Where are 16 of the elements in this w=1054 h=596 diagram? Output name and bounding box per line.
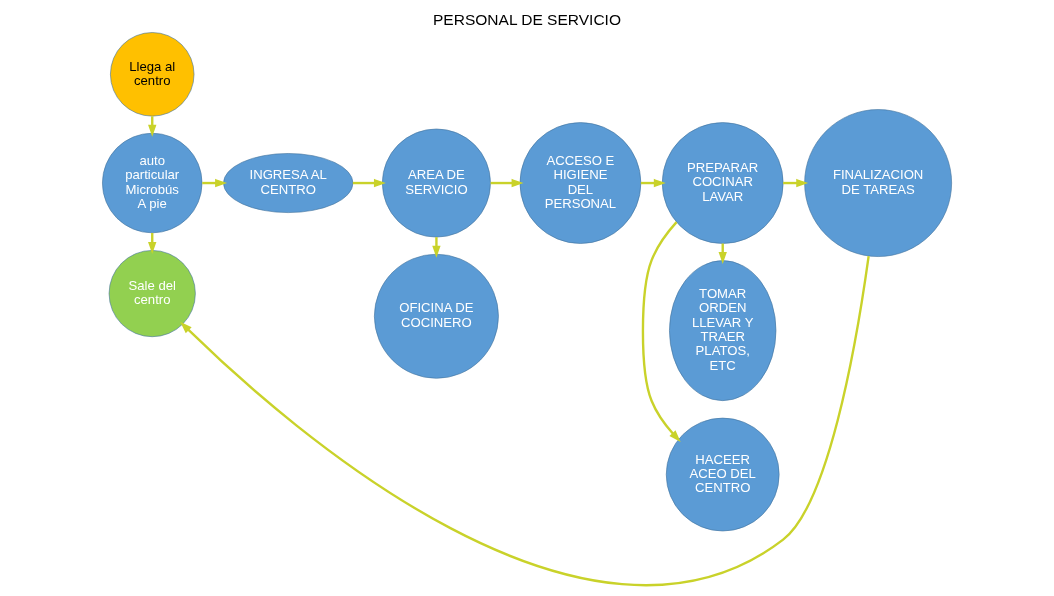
arrow <box>641 221 681 442</box>
node-circle: ACCESO E HIGIENE DEL PERSONAL <box>519 122 642 244</box>
diagram-title: PERSONAL DE SERVICIO <box>433 11 621 29</box>
node-circle: PREPARAR COCINAR LAVAR <box>661 122 784 244</box>
node-circle: AREA DE SERVICIO <box>382 128 491 238</box>
node-ellipse: INGRESA AL CENTRO <box>223 153 354 213</box>
arrow <box>490 178 524 188</box>
arrow <box>352 178 386 188</box>
node-circle: Llega al centro <box>110 32 195 117</box>
node-circle: auto particular Microbús A pie <box>102 132 203 234</box>
node-circle: HACEER ACEO DEL CENTRO <box>665 417 780 532</box>
node-circle: OFICINA DE COCINERO <box>374 253 499 379</box>
arrow <box>432 237 441 258</box>
node-ellipse: TOMAR ORDEN LLEVAR Y TRAER PLATOS, ETC <box>669 260 777 401</box>
arrow <box>180 255 870 586</box>
node-circle: FINALIZACION DE TAREAS <box>804 109 952 257</box>
